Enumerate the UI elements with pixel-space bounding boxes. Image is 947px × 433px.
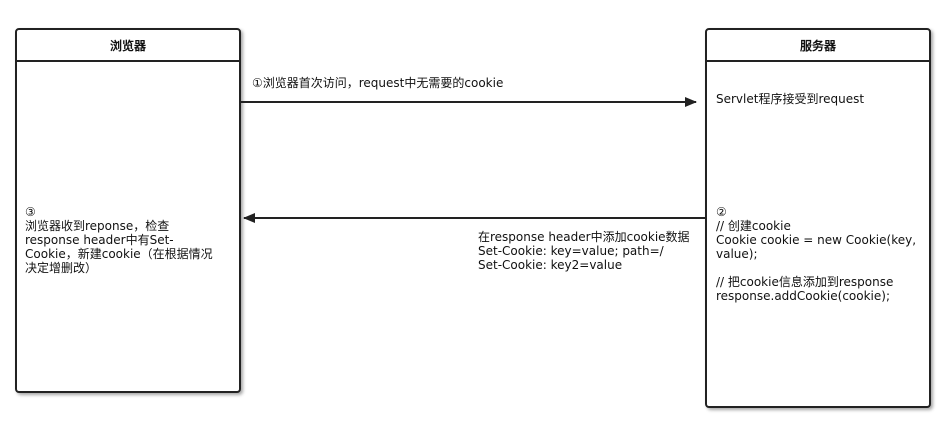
- request-arrow-label: ①浏览器首次访问，request中无需要的cookie: [252, 76, 504, 90]
- browser-lane-title: 浏览器: [17, 30, 239, 62]
- server-lane-title: 服务器: [707, 30, 929, 62]
- browser-lane: 浏览器: [15, 28, 241, 393]
- browser-receive-note: ③ 浏览器收到reponse，检查 response header中有Set- …: [25, 205, 213, 275]
- server-receive-note: Servlet程序接受到request: [716, 92, 865, 106]
- server-lane: 服务器: [705, 28, 931, 408]
- server-create-cookie-note: ② // 创建cookie Cookie cookie = new Cookie…: [716, 205, 917, 303]
- response-arrow-label: 在response header中添加cookie数据 Set-Cookie: …: [478, 230, 690, 272]
